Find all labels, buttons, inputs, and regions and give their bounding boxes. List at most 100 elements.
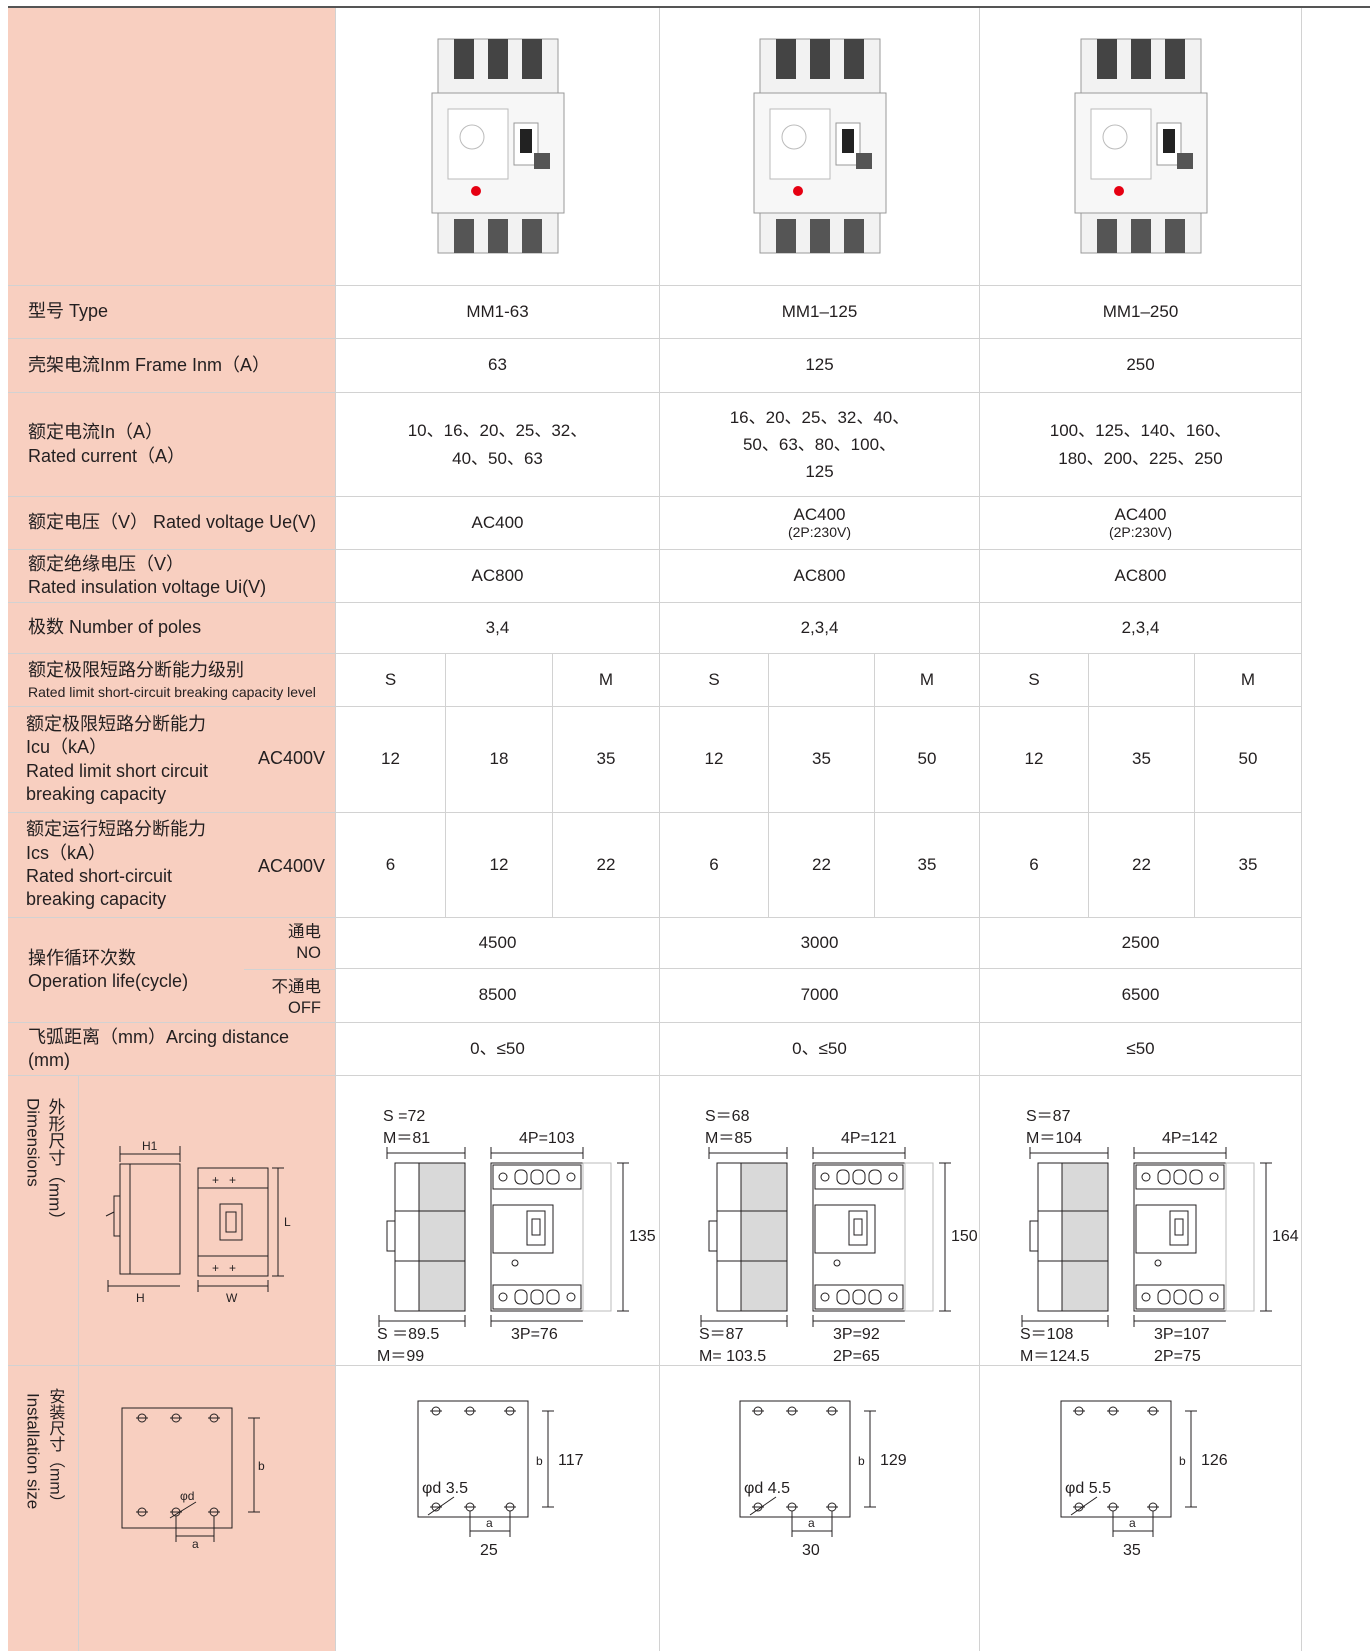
label-insulation-en: Rated insulation voltage Ui(V): [28, 577, 267, 597]
level-m-cell: M: [875, 654, 980, 707]
label-insulation-cn: 额定绝缘电压（V）: [28, 553, 185, 574]
label-breaking-level-en: Rated limit short-circuit breaking capac…: [28, 683, 316, 700]
dim-top-s: S＝68: [705, 1108, 750, 1125]
level-m-cell: M: [1195, 654, 1302, 707]
key-w-label: W: [226, 1291, 238, 1305]
label-ics-l3: Rated short-circuit: [26, 866, 173, 886]
dim-height: 135: [629, 1228, 656, 1245]
icu-cell: 12: [980, 707, 1089, 813]
dim-label-divider: [78, 1076, 79, 1366]
oplife-on-cell: 3000: [660, 918, 980, 969]
ics-cell: 6: [336, 813, 446, 918]
ics-cell: 22: [553, 813, 660, 918]
label-rated-voltage: 额定电压（V） Rated voltage Ue(V): [8, 497, 336, 550]
inst-a-value: 30: [802, 1542, 820, 1559]
inst-b-value: 117: [558, 1452, 584, 1469]
rated-current-cell: 10、16、20、25、32、 40、50、63: [336, 393, 660, 497]
label-icu: 额定极限短路分断能力 Icu（kA） Rated limit short cir…: [8, 707, 336, 813]
level-mid-cell: [446, 654, 553, 707]
product-column: MM1–250 250 100、125、140、160、 180、200、225…: [980, 8, 1302, 1651]
dim-3p: 3P=107: [1154, 1326, 1210, 1343]
label-arcing: 飞弧距离（mm）Arcing distance (mm): [8, 1023, 336, 1076]
oplife-off-cell: 8500: [336, 969, 660, 1023]
level-m-cell: M: [553, 654, 660, 707]
inst-b-value: 129: [880, 1452, 907, 1469]
dim-height: 164: [1272, 1228, 1299, 1245]
oplife-on-cell: 4500: [336, 918, 660, 969]
inst-d-value: φd 5.5: [1065, 1480, 1111, 1497]
dim-top-m: M＝104: [1026, 1130, 1082, 1147]
inst-d-value: φd 3.5: [422, 1480, 468, 1497]
dim-top-m: M＝85: [705, 1130, 752, 1147]
oplife-off-cell: 7000: [660, 969, 980, 1023]
ics-cell: 6: [980, 813, 1089, 918]
poles-cell: 2,3,4: [980, 603, 1302, 654]
label-oplife-en: Operation life(cycle): [28, 971, 189, 991]
key-b-label: b: [258, 1459, 265, 1473]
dim-4p: 4P=103: [519, 1130, 575, 1147]
label-icu-voltage: AC400V: [258, 748, 326, 768]
installation-drawing: b 129 φd 4.5 a 30: [739, 1400, 907, 1559]
label-rated-current-cn: 额定电流In（A）: [28, 422, 164, 443]
dim-3p: 3P=92: [833, 1326, 880, 1343]
dim-bottom-m: M= 103.5: [699, 1348, 766, 1365]
ics-cell: 12: [446, 813, 553, 918]
level-mid-cell: [1089, 654, 1195, 707]
label-off: 不通电 OFF: [248, 977, 322, 1018]
dim-bottom-m: M＝124.5: [1020, 1348, 1089, 1365]
icu-cell: 35: [769, 707, 875, 813]
rated-current-cell: 16、20、25、32、40、 50、63、80、100、 125: [660, 393, 980, 497]
label-installation: [8, 1366, 336, 1651]
svg-text:a: a: [808, 1516, 815, 1530]
rated-current-line3: 125: [805, 462, 834, 482]
label-on-cn: 通电: [288, 923, 321, 941]
key-a-label: a: [192, 1537, 199, 1551]
product-photo-cell: [660, 8, 980, 286]
dim-3p: 3P=76: [511, 1326, 558, 1343]
voltage-value: AC400: [793, 504, 846, 524]
dimensions-cn: 外形尺寸（mm）: [45, 1098, 65, 1229]
installation-en: Installation size: [23, 1393, 43, 1510]
dim-2p: 2P=75: [1154, 1348, 1201, 1365]
poles-cell: 2,3,4: [660, 603, 980, 654]
poles-cell: 3,4: [336, 603, 660, 654]
icu-cell: 35: [1089, 707, 1195, 813]
voltage-cell: AC400: [336, 497, 660, 550]
svg-text:b: b: [858, 1454, 865, 1468]
dim-4p: 4P=121: [841, 1130, 897, 1147]
key-dimension-diagram: + + + + H1 H W L: [105, 1139, 291, 1305]
label-frame: 壳架电流Inm Frame Inm（A）: [8, 339, 336, 393]
label-off-cn: 不通电: [271, 978, 322, 996]
label-dimensions: [8, 1076, 336, 1366]
installation-cell: b 129 φd 4.5 a 30: [660, 1366, 980, 1651]
svg-text:b: b: [536, 1454, 543, 1468]
frame-cell: 250: [980, 339, 1302, 393]
level-s-cell: S: [660, 654, 769, 707]
oplife-divider: [244, 969, 336, 970]
model-cell: MM1–250: [980, 286, 1302, 339]
rated-current-line2: 50、63、80、100、: [742, 434, 897, 454]
dim-2p: 2P=65: [833, 1348, 880, 1365]
icu-cell: 50: [875, 707, 980, 813]
ics-cell: 6: [660, 813, 769, 918]
icu-cell: 12: [660, 707, 769, 813]
svg-text:b: b: [1179, 1454, 1186, 1468]
label-rated-current: 额定电流In（A） Rated current（A）: [8, 393, 336, 497]
label-oplife: 操作循环次数 Operation life(cycle): [8, 918, 336, 1023]
voltage-cell: AC400 (2P:230V): [980, 497, 1302, 550]
model-cell: MM1–125: [660, 286, 980, 339]
dim-bottom-s: S＝87: [699, 1326, 744, 1343]
dimension-drawing: S =72 M＝81 4P=103 135 S ＝89.5 M＝99 3P=76: [377, 1108, 656, 1365]
dim-bottom-s: S＝108: [1020, 1326, 1073, 1343]
icu-cell: 35: [553, 707, 660, 813]
dimensions-cell: S =72 M＝81 4P=103 135 S ＝89.5 M＝99 3P=76: [336, 1076, 660, 1366]
product-photo-cell: [336, 8, 660, 286]
label-ics: 额定运行短路分断能力 Ics（kA） Rated short-circuit b…: [8, 813, 336, 918]
ics-cell: 22: [769, 813, 875, 918]
key-h1-label: H1: [142, 1139, 158, 1153]
insulation-cell: AC800: [980, 550, 1302, 603]
dim-top-m: M＝81: [383, 1130, 430, 1147]
product-column: MM1–125 125 16、20、25、32、40、 50、63、80、100…: [660, 8, 980, 1651]
key-l-label: L: [284, 1215, 291, 1229]
svg-text:+ +: + +: [212, 1173, 236, 1187]
